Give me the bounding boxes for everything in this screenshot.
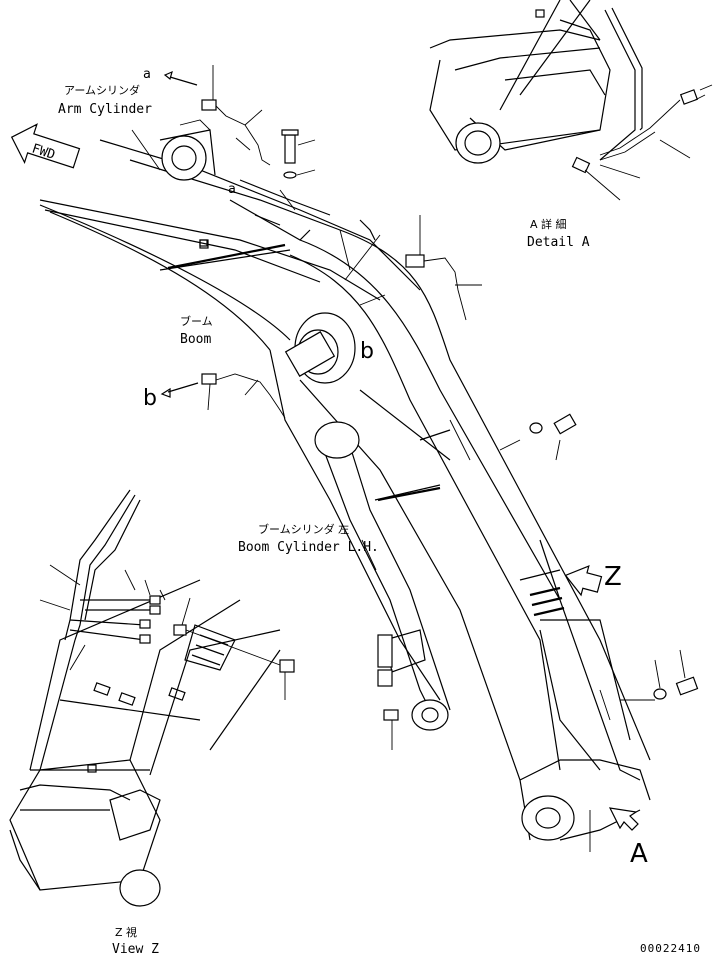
marker-a-big: A bbox=[630, 839, 648, 869]
boom-cylinder-jp-label: ブームシリンダ 左 bbox=[258, 522, 349, 536]
boom-cylinder bbox=[314, 421, 451, 750]
arm-cylinder-area bbox=[39, 65, 421, 301]
arm-cylinder-en-label: Arm Cylinder bbox=[58, 102, 152, 117]
view-z-jp-label: Z 視 bbox=[115, 925, 137, 939]
view-z-en-label: View Z bbox=[112, 942, 159, 957]
boom bbox=[39, 204, 651, 841]
z-arrow-icon bbox=[564, 565, 603, 597]
boom-en-label: Boom bbox=[180, 332, 211, 347]
boom-cylinder-en-label: Boom Cylinder L.H. bbox=[238, 540, 379, 555]
a-arrow-icon bbox=[608, 807, 639, 831]
detail-a-en-label: Detail A bbox=[527, 235, 590, 250]
marker-b-left: b bbox=[143, 386, 157, 411]
fwd-arrow-icon bbox=[10, 123, 81, 169]
upper-right-sensor bbox=[405, 215, 482, 321]
view-z bbox=[9, 489, 295, 907]
marker-a-top: a bbox=[143, 67, 151, 82]
right-bolts bbox=[499, 413, 699, 701]
marker-b-mid: b bbox=[360, 339, 374, 364]
marker-z: Z bbox=[604, 562, 622, 592]
marker-a-mid: a bbox=[228, 182, 236, 197]
fwd-label: FWD bbox=[30, 141, 57, 163]
arm-cylinder-jp-label: アームシリンダ bbox=[64, 83, 140, 97]
left-b-sensor bbox=[160, 373, 286, 419]
detail-a-jp-label: A 詳 細 bbox=[530, 217, 567, 231]
boom-jp-label: ブーム bbox=[180, 314, 213, 328]
drawing-number: 00022410 bbox=[640, 942, 701, 955]
detail-a-view bbox=[429, 0, 713, 201]
